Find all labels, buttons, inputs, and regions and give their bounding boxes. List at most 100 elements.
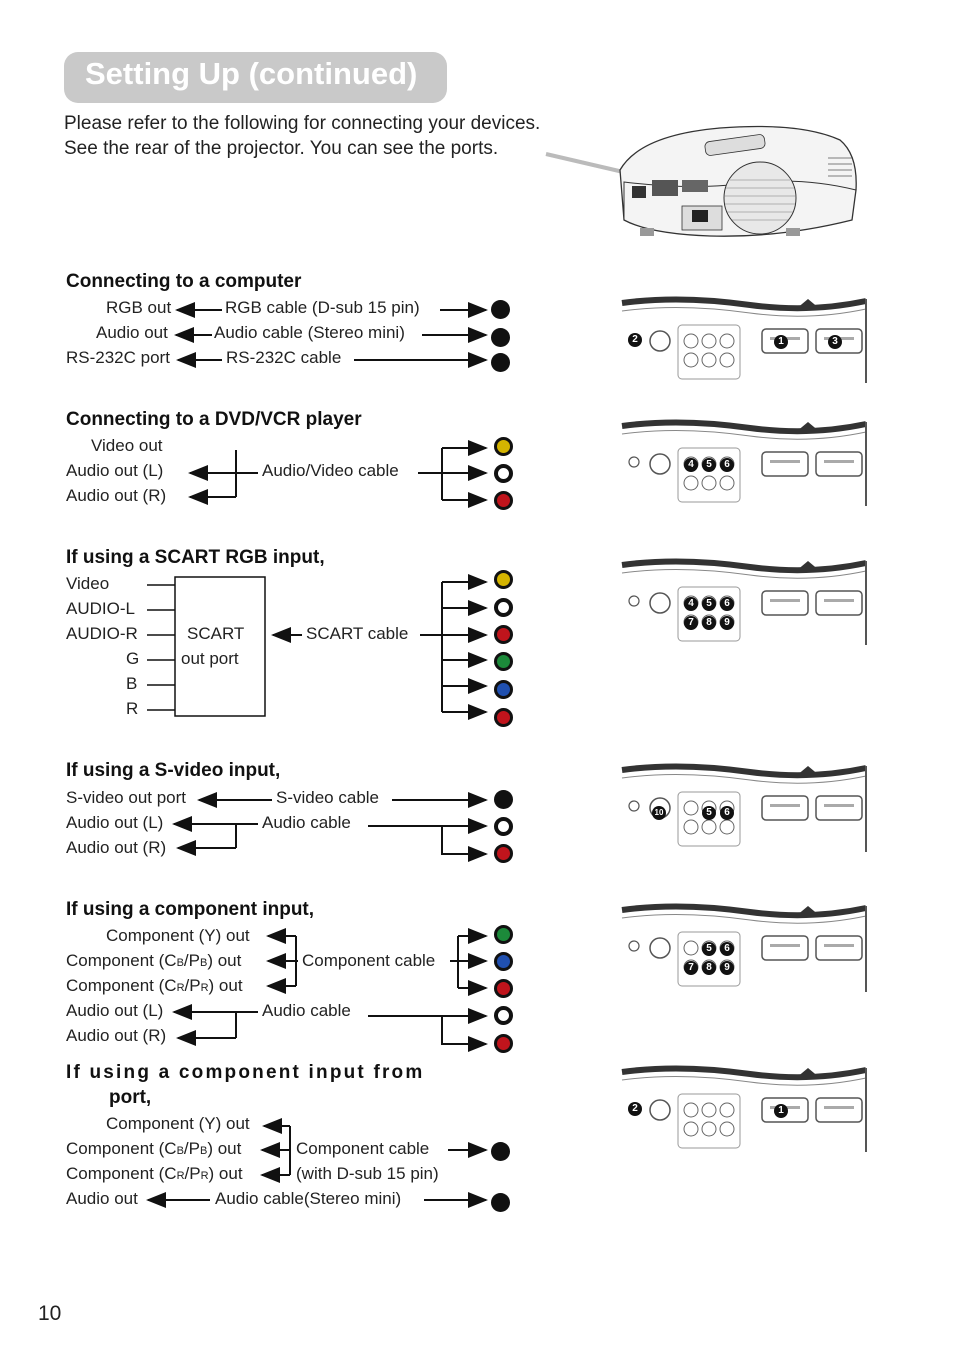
port-number-badge: 6: [720, 806, 734, 820]
rear-panel-drawing: [621, 903, 867, 992]
plug-green: [494, 652, 513, 671]
label-svideo-out-port: S-video out port: [66, 788, 187, 807]
port-number-badge: 4: [684, 597, 698, 611]
label-component-cable: Component cable: [302, 951, 436, 970]
heading-svideo: If using a S-video input,: [66, 760, 281, 781]
plug-green: [494, 925, 513, 944]
plug-red: [494, 491, 513, 510]
plug-yellow: [494, 437, 513, 456]
heading-computer: Connecting to a computer: [66, 271, 302, 292]
port-number-badge: 9: [720, 961, 734, 975]
plug-white: [494, 1006, 513, 1025]
plug-black: [491, 1193, 510, 1212]
label-scart-box-1: SCART: [187, 624, 245, 643]
label-scart-box-2: out port: [181, 649, 239, 668]
page-title: Setting Up (continued): [85, 56, 418, 91]
label-component-y: Component (Y) out: [106, 926, 250, 945]
plug-black: [491, 328, 510, 347]
label-audio-out-l: Audio out (L): [66, 461, 164, 480]
port-number-badge: 8: [702, 616, 716, 630]
label-svideo-audio-r: Audio out (R): [66, 838, 167, 857]
heading-component: If using a component input,: [66, 899, 315, 920]
plug-red: [494, 844, 513, 863]
label-component-audio-cable: Audio cable: [262, 1001, 351, 1020]
label-audio-out: Audio out: [96, 323, 168, 342]
port-number-badge: 7: [684, 616, 698, 630]
port-number-badge: 1: [774, 1104, 788, 1118]
label-port-audio-out: Audio out: [66, 1189, 138, 1208]
label-port-component-cable: Component cable: [296, 1139, 430, 1158]
label-scart-g: G: [126, 649, 140, 668]
label-scart-video: Video: [66, 574, 110, 593]
label-scart-audio-r: AUDIO-R: [66, 624, 138, 643]
plug-red: [494, 979, 513, 998]
page-number: 10: [38, 1302, 62, 1325]
plug-white: [494, 817, 513, 836]
port-number-badge: 6: [720, 458, 734, 472]
label-port-component-y: Component (Y) out: [106, 1114, 250, 1133]
plug-blue: [494, 952, 513, 971]
label-svideo-cable: S-video cable: [276, 788, 380, 807]
plug-black: [491, 353, 510, 372]
heading-scart: If using a SCART RGB input,: [66, 547, 325, 568]
rear-panel-drawing: [621, 763, 867, 852]
port-number-badge: 5: [702, 597, 716, 611]
rear-panel-drawing: [621, 419, 867, 506]
port-number-badge: 1: [774, 335, 788, 349]
rear-panel-drawing: [621, 558, 867, 645]
heading-component-port-1: If using a component input from: [66, 1062, 425, 1083]
heading-component-port-2: port,: [109, 1087, 152, 1108]
label-scart-r: R: [126, 699, 139, 718]
plug-black: [494, 790, 513, 809]
label-port-component-cable-2: (with D-sub 15 pin): [296, 1164, 439, 1183]
plug-white: [494, 598, 513, 617]
port-number-badge: 5: [702, 458, 716, 472]
port-number-badge: 9: [720, 616, 734, 630]
label-audio-out-r: Audio out (R): [66, 486, 167, 505]
port-number-badge: 8: [702, 961, 716, 975]
port-number-badge: 2: [628, 333, 642, 347]
port-number-badge: 3: [828, 335, 842, 349]
heading-dvd: Connecting to a DVD/VCR player: [66, 409, 362, 430]
plug-black: [491, 300, 510, 319]
rear-panel-drawing: [621, 1065, 867, 1152]
port-number-badge: 10: [652, 806, 666, 820]
label-component-cb: Component (CB/PB) out: [66, 951, 242, 970]
plug-yellow: [494, 570, 513, 589]
intro-line-1: Please refer to the following for connec…: [64, 113, 541, 134]
label-rgb-cable: RGB cable (D-sub 15 pin): [225, 298, 420, 317]
port-number-badge: 6: [720, 597, 734, 611]
label-scart-b: B: [126, 674, 138, 693]
label-scart-cable: SCART cable: [306, 624, 409, 643]
label-rgb-out: RGB out: [106, 298, 172, 317]
port-number-badge: 2: [628, 1102, 642, 1116]
plug-red: [494, 708, 513, 727]
port-number-badge: 6: [720, 942, 734, 956]
label-component-audio-l: Audio out (L): [66, 1001, 164, 1020]
plug-red: [494, 1034, 513, 1053]
title-banner: [64, 52, 447, 103]
intro-line-2: See the rear of the projector. You can s…: [64, 138, 499, 159]
label-rs232c-cable: RS-232C cable: [226, 348, 342, 367]
label-scart-audio-l: AUDIO-L: [66, 599, 135, 618]
label-av-cable: Audio/Video cable: [262, 461, 399, 480]
label-audio-cable: Audio cable (Stereo mini): [214, 323, 405, 342]
label-port-component-cb: Component (CB/PB) out: [66, 1139, 242, 1158]
label-svideo-audio-cable: Audio cable: [262, 813, 351, 832]
plug-black: [491, 1142, 510, 1161]
port-number-badge: 5: [702, 806, 716, 820]
rear-panel-illustration: 2 1 3: [620, 295, 868, 387]
plug-white: [494, 464, 513, 483]
label-component-cr: Component (CR/PR) out: [66, 976, 243, 995]
port-number-badge: 5: [702, 942, 716, 956]
plug-blue: [494, 680, 513, 699]
label-component-audio-r: Audio out (R): [66, 1026, 167, 1045]
plug-red: [494, 625, 513, 644]
label-svideo-audio-l: Audio out (L): [66, 813, 164, 832]
